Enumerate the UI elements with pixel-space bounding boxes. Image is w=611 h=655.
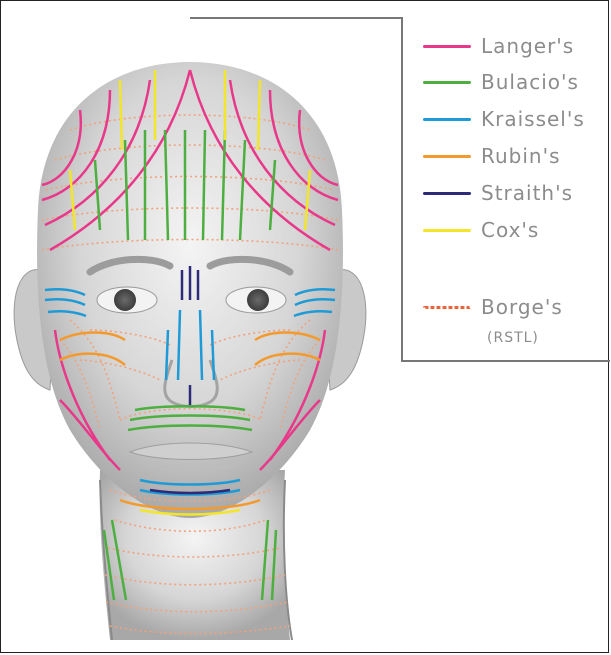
legend-item-kraissels: Kraissel's xyxy=(423,104,585,134)
legend-label-straiths: Straith's xyxy=(481,181,573,205)
legend-label-langers: Langer's xyxy=(481,34,574,58)
legend-item-bulacios: Bulacio's xyxy=(423,67,579,97)
legend-label-rubins: Rubin's xyxy=(481,144,561,168)
legend-label-rstl: (RSTL) xyxy=(487,330,539,346)
legend-label-coxs: Cox's xyxy=(481,218,539,242)
coxs-swatch xyxy=(423,229,471,232)
rubins-swatch xyxy=(423,155,471,158)
straiths-swatch xyxy=(423,192,471,195)
legend-item-coxs: Cox's xyxy=(423,215,539,245)
legend-label-kraissels: Kraissel's xyxy=(481,107,585,131)
langers-swatch xyxy=(423,45,471,48)
legend-top-rule xyxy=(190,17,403,19)
legend-item-rubins: Rubin's xyxy=(423,141,561,171)
kraissels-swatch xyxy=(423,118,471,121)
legend-label-bulacios: Bulacio's xyxy=(481,70,579,94)
legend-label-borges: Borge's xyxy=(481,295,563,319)
legend-vertical-rule xyxy=(401,17,403,362)
borges-swatch xyxy=(423,306,471,309)
left-iris xyxy=(114,289,136,311)
bulacios-swatch xyxy=(423,81,471,84)
legend-bottom-rule xyxy=(401,360,610,362)
legend-item-straiths: Straith's xyxy=(423,178,573,208)
legend-item-borges: Borge's xyxy=(423,292,563,322)
legend-item-langers: Langer's xyxy=(423,31,574,61)
